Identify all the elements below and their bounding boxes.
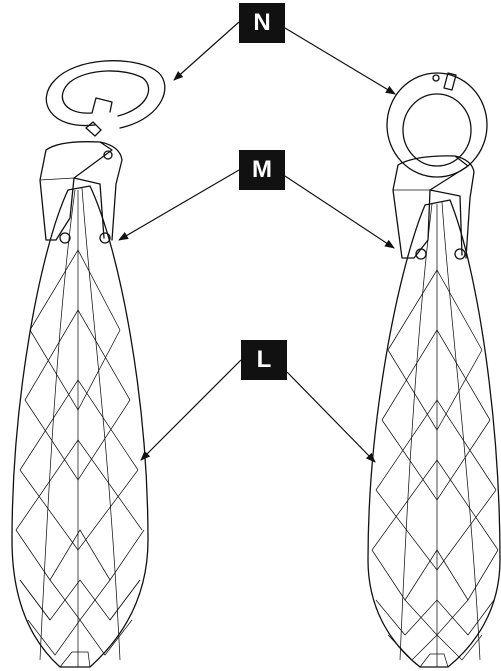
- right-clip: [392, 155, 475, 260]
- label-n-text: N: [253, 9, 271, 36]
- right-closed-ring: [386, 72, 488, 178]
- label-m: M: [239, 150, 285, 190]
- leader-arrows: [118, 21, 396, 463]
- label-l-text: L: [256, 346, 272, 373]
- arrow-l-left: [140, 359, 242, 461]
- left-pendant: [11, 60, 166, 668]
- arrow-l-right: [286, 371, 376, 463]
- left-split-ring: [45, 60, 166, 160]
- left-crystal-drop: [11, 185, 149, 668]
- arrow-m-right: [284, 175, 395, 249]
- arrow-n-right: [284, 27, 396, 95]
- left-clip: [39, 141, 123, 244]
- arrow-n-left: [173, 21, 240, 81]
- right-pendant: [367, 72, 501, 668]
- arrow-m-left: [118, 169, 240, 241]
- label-m-text: M: [252, 156, 272, 183]
- right-crystal-drop: [367, 199, 501, 668]
- label-n: N: [239, 3, 285, 43]
- label-l: L: [241, 340, 287, 380]
